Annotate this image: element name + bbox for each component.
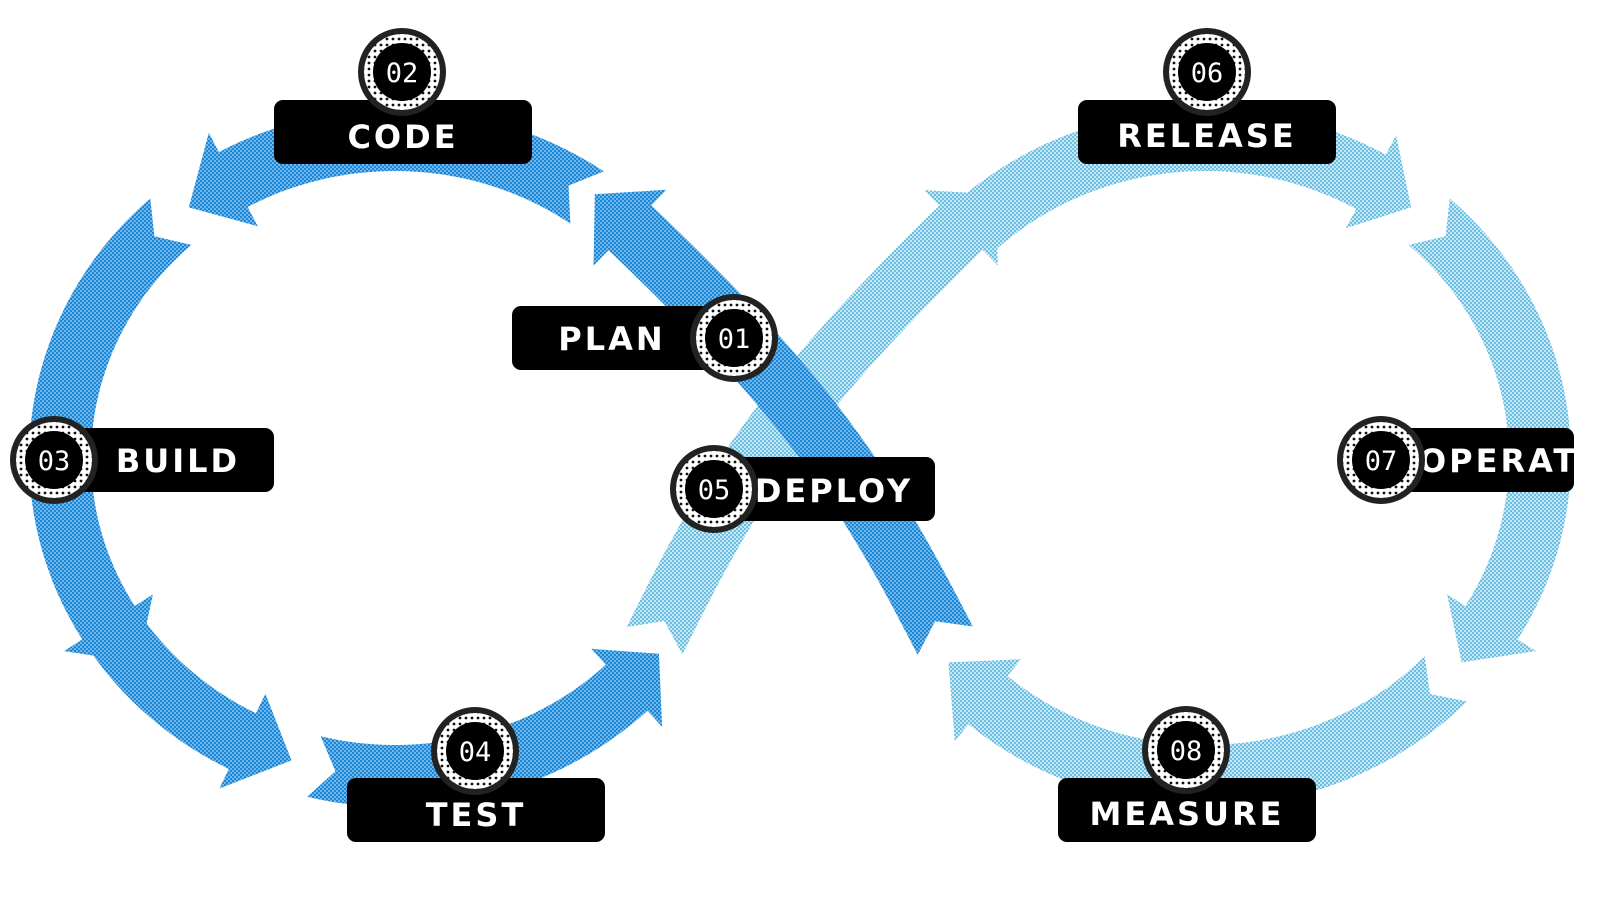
stage-operate-badge: 07 <box>1337 416 1425 504</box>
stage-operate-label: OPERATE <box>1419 442 1600 480</box>
arrow-operate-to-measure <box>1408 198 1571 663</box>
stage-plan-badge: 01 <box>690 294 778 382</box>
stage-test-number: 04 <box>459 737 492 768</box>
stage-measure-label-box <box>1058 778 1316 842</box>
stage-measure-number: 08 <box>1170 736 1203 767</box>
stage-build: BUILD 03 <box>10 416 274 504</box>
stage-measure-badge: 08 <box>1142 706 1230 794</box>
stage-deploy-number: 05 <box>698 475 731 506</box>
stage-measure-label: MEASURE <box>1090 795 1285 833</box>
stage-build-label-box <box>40 428 274 492</box>
stage-code-label-box <box>274 100 532 164</box>
stage-release-number: 06 <box>1191 58 1224 89</box>
stage-code-number: 02 <box>386 58 419 89</box>
stage-test-label: TEST <box>426 796 527 834</box>
stage-test: TEST 04 <box>347 707 605 842</box>
stage-build-badge: 03 <box>10 416 98 504</box>
stage-deploy-badge: 05 <box>670 445 758 533</box>
arrow-build-to-test <box>51 555 292 789</box>
stage-code: CODE 02 <box>274 28 532 164</box>
stage-release-badge: 06 <box>1163 28 1251 116</box>
stage-build-number: 03 <box>38 446 71 477</box>
stage-deploy: DEPLOY 05 <box>670 445 935 533</box>
arrow-code-to-build <box>29 198 192 663</box>
arrow-test-to-deploy <box>307 648 663 807</box>
stage-operate: OPERATE 07 <box>1337 416 1600 504</box>
stage-plan: PLAN 01 <box>512 294 778 382</box>
stage-deploy-label: DEPLOY <box>755 472 913 510</box>
stage-test-label-box <box>347 778 605 842</box>
stage-deploy-label-box <box>700 457 935 521</box>
stage-release-label: RELEASE <box>1117 117 1296 155</box>
stage-code-badge: 02 <box>358 28 446 116</box>
arrow-measure-to-next <box>948 656 1468 807</box>
stage-operate-number: 07 <box>1365 446 1398 477</box>
stage-code-label: CODE <box>347 118 458 156</box>
stage-plan-number: 01 <box>718 324 751 355</box>
stage-build-label: BUILD <box>116 442 240 480</box>
stage-release: RELEASE 06 <box>1078 28 1336 164</box>
stage-release-label-box <box>1078 100 1336 164</box>
stage-plan-label-box <box>512 306 712 370</box>
stage-plan-label: PLAN <box>558 320 665 358</box>
stage-measure: MEASURE 08 <box>1058 706 1316 842</box>
stage-test-badge: 04 <box>431 707 519 795</box>
